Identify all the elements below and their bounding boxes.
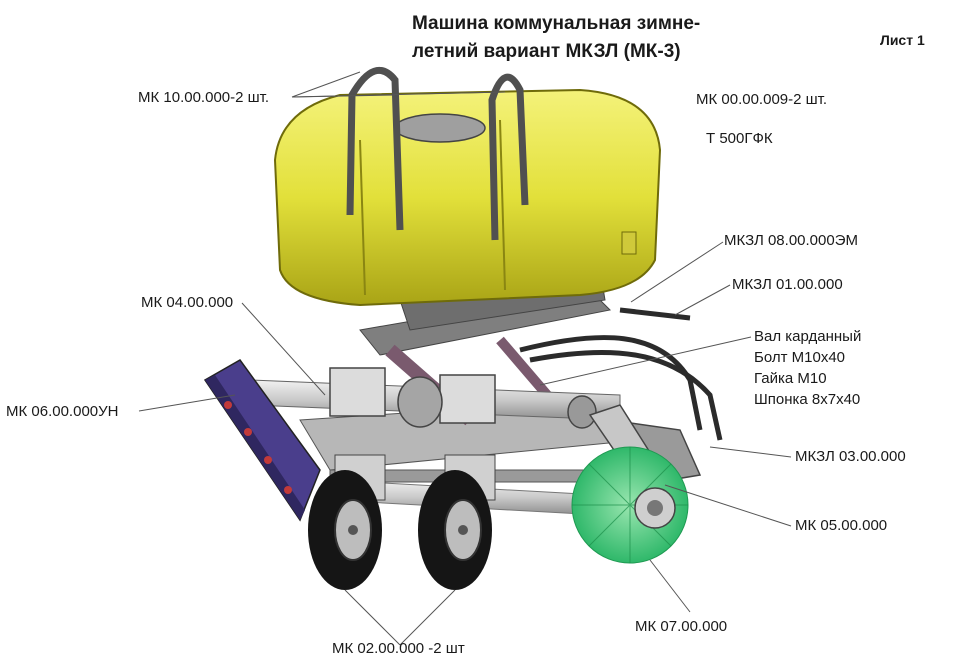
label-tank: Т 500ГФК: [706, 130, 773, 147]
tank-t500: [273, 88, 662, 307]
wheels-mk02: [308, 454, 496, 590]
title-line-1: Машина коммунальная зимне-: [412, 13, 701, 34]
title-line-2: летний вариант МКЗЛ (МК-3): [412, 41, 681, 62]
drive-part-item: Шпонка 8х7х40: [754, 391, 861, 408]
handles-mk10: [346, 67, 529, 241]
bearing-housings: [329, 367, 597, 429]
label-mk-02: МК 02.00.000 -2 шт: [332, 640, 465, 657]
label-mk-05: МК 05.00.000: [795, 517, 888, 534]
label-mkzl-08: МКЗЛ 08.00.000ЭМ: [724, 232, 858, 249]
label-handles: МК 10.00.000-2 шт.: [138, 89, 270, 106]
brush-mk07: [571, 446, 689, 564]
drive-part-item: Вал карданный: [754, 328, 862, 345]
drive-parts-list: Вал карданный Болт М10х40 Гайка М10 Шпон…: [754, 326, 861, 410]
sheet-number: Лист 1: [880, 32, 925, 48]
label-mkzl-01: МКЗЛ 01.00.000: [732, 276, 843, 293]
label-mk-07: МК 07.00.000: [635, 618, 728, 635]
label-mkzl-03: МКЗЛ 03.00.000: [795, 448, 906, 465]
drive-part-item: Гайка М10: [754, 370, 827, 387]
label-mk-06: МК 06.00.000УН: [6, 403, 119, 420]
drawing-title: Машина коммунальная зимне- летний вариан…: [412, 10, 700, 66]
side-plate-mk06: [203, 359, 321, 522]
label-mk-04: МК 04.00.000: [141, 294, 234, 311]
drive-part-item: Болт М10х40: [754, 349, 846, 366]
leader-lines: [138, 71, 792, 646]
label-part-009: МК 00.00.009-2 шт.: [696, 91, 828, 108]
hydraulic-hoses: [519, 307, 723, 441]
